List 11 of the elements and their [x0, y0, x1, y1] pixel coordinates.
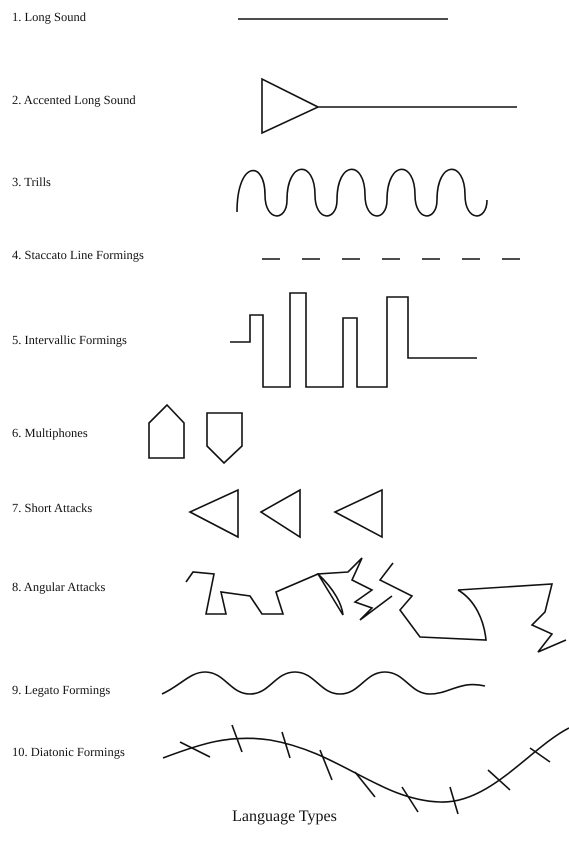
symbol-label: 3. Trills [12, 175, 51, 190]
symbol-label: 5. Intervallic Formings [12, 333, 127, 348]
symbol-label: 2. Accented Long Sound [12, 93, 136, 108]
caption: Language Types [231, 808, 338, 826]
symbol-label: 9. Legato Formings [12, 683, 110, 698]
symbol-label: 10. Diatonic Formings [12, 745, 125, 760]
symbol-label: 6. Multiphones [12, 426, 88, 441]
symbol-label: 4. Staccato Line Formings [12, 248, 144, 263]
symbol-label: 8. Angular Attacks [12, 580, 106, 595]
symbol-label: 1. Long Sound [12, 10, 86, 25]
symbol-label: 7. Short Attacks [12, 501, 92, 516]
